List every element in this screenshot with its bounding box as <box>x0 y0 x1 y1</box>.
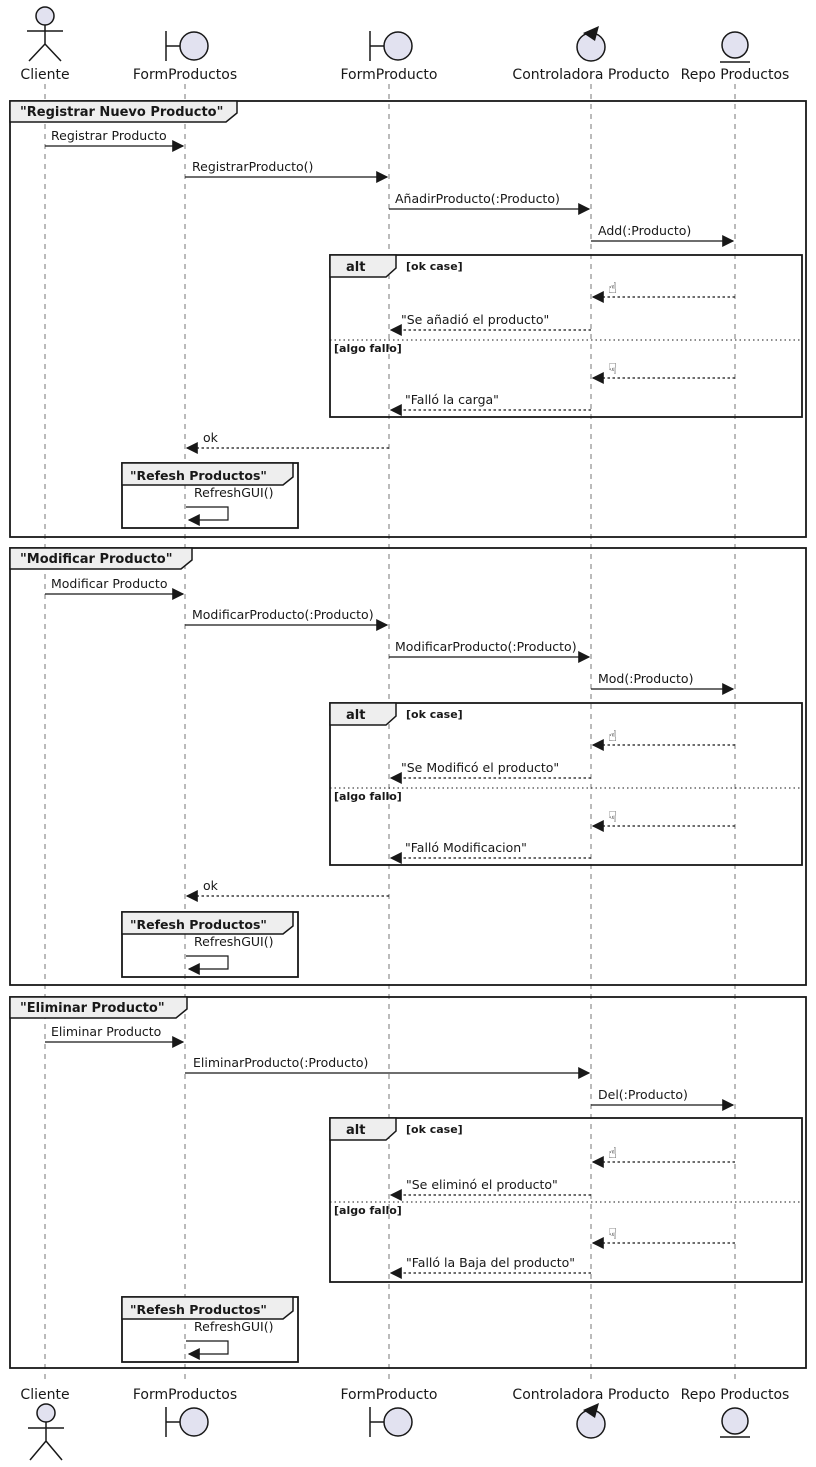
alt-title-tab <box>329 254 397 278</box>
alt-title-tab <box>329 1117 397 1141</box>
participant-label-cliente: Cliente <box>20 67 69 83</box>
participant-label-formproductos: FormProductos <box>133 1387 237 1403</box>
message-label: Modificar Producto <box>51 576 167 591</box>
frame-title-tab <box>9 547 193 570</box>
message-label: RegistrarProducto() <box>192 159 313 174</box>
frame-title: "Eliminar Producto" <box>20 1001 165 1016</box>
arrow-refreshgui-self <box>186 506 229 526</box>
message-label: "Se Modificó el producto" <box>401 760 559 775</box>
guard-ok-case: [ok case] <box>406 260 463 273</box>
thumb-up-icon: ☝ <box>608 727 617 745</box>
message-label: Mod(:Producto) <box>598 671 693 686</box>
frame-border <box>9 996 807 1369</box>
message-label: "Falló Modificacion" <box>405 840 527 855</box>
guard-algo-fallo: [algo fallo] <box>334 790 402 803</box>
message-label: ModificarProducto(:Producto) <box>395 639 577 654</box>
group-title-tab <box>121 1296 294 1320</box>
frame-title-tab <box>9 996 188 1019</box>
participants-top: Cliente FormProductos FormProducto Contr… <box>20 6 790 83</box>
group-title: "Refesh Productos" <box>130 1302 267 1317</box>
group-title-tab <box>121 462 294 486</box>
guard-ok-case: [ok case] <box>406 1123 463 1136</box>
actor-icon <box>28 1403 64 1461</box>
group-refesh-productos: "Refesh Productos" RefreshGUI() <box>121 462 299 529</box>
participant-label-controladora-producto: Controladora Producto <box>512 67 669 83</box>
frame-eliminar-producto: "Eliminar Producto" Eliminar Producto El… <box>9 996 807 1369</box>
participant-label-controladora-producto: Controladora Producto <box>512 1387 669 1403</box>
message-label: Del(:Producto) <box>598 1087 688 1102</box>
thumb-down-icon: ☟ <box>608 808 617 826</box>
group-title-tab <box>121 911 294 935</box>
message-label: Add(:Producto) <box>598 223 691 238</box>
message-label: "Se eliminó el producto" <box>406 1177 558 1192</box>
entity-icon <box>720 31 750 63</box>
participant-label-formproducto: FormProducto <box>341 67 438 83</box>
boundary-icon <box>165 31 209 61</box>
control-icon <box>576 26 606 62</box>
guard-ok-case: [ok case] <box>406 708 463 721</box>
alt-title-tab <box>329 702 397 726</box>
alt-border <box>329 1117 803 1283</box>
alt-label: alt <box>346 260 365 275</box>
frame-border <box>9 100 807 538</box>
boundary-icon <box>165 1407 209 1437</box>
alt-fragment: alt [ok case] ☝ "Se Modificó el producto… <box>329 702 803 866</box>
actor-icon <box>27 6 63 62</box>
alt-label: alt <box>346 708 365 723</box>
message-label: AñadirProducto(:Producto) <box>395 191 560 206</box>
boundary-icon <box>369 1407 413 1437</box>
frame-title-tab <box>9 100 238 123</box>
thumb-down-icon: ☟ <box>608 1225 617 1243</box>
message-label: ok <box>203 878 219 893</box>
participant-label-formproducto: FormProducto <box>341 1387 438 1403</box>
group-refesh-productos: "Refesh Productos" RefreshGUI() <box>121 911 299 978</box>
lifelines <box>44 84 736 1382</box>
message-label: "Falló la Baja del producto" <box>406 1255 575 1270</box>
boundary-icon <box>369 31 413 61</box>
guard-algo-fallo: [algo fallo] <box>334 342 402 355</box>
message-label: Eliminar Producto <box>51 1024 161 1039</box>
message-label: RefreshGUI() <box>194 485 273 500</box>
arrow-refreshgui-self <box>186 1340 229 1360</box>
thumb-up-icon: ☝ <box>608 1144 617 1162</box>
message-label: RefreshGUI() <box>194 934 273 949</box>
message-label: ok <box>203 430 219 445</box>
message-label: EliminarProducto(:Producto) <box>193 1055 368 1070</box>
arrow-refreshgui-self <box>186 955 229 975</box>
frame-border <box>9 547 807 986</box>
participant-label-formproductos: FormProductos <box>133 67 237 83</box>
thumb-up-icon: ☝ <box>608 279 617 297</box>
control-icon <box>576 1403 606 1439</box>
thumb-down-icon: ☟ <box>608 360 617 378</box>
entity-icon <box>720 1407 750 1438</box>
message-label: RefreshGUI() <box>194 1319 273 1334</box>
participants-bottom: Cliente FormProductos FormProducto Contr… <box>20 1387 790 1461</box>
message-label: ModificarProducto(:Producto) <box>192 607 374 622</box>
frame-modificar-producto: "Modificar Producto" Modificar Producto … <box>9 547 807 986</box>
message-label: "Falló la carga" <box>405 392 499 407</box>
guard-algo-fallo: [algo fallo] <box>334 1204 402 1217</box>
alt-label: alt <box>346 1123 365 1138</box>
participant-label-repo-productos: Repo Productos <box>681 67 790 83</box>
alt-fragment: alt [ok case] ☝ "Se eliminó el producto"… <box>329 1117 803 1283</box>
frame-title: "Modificar Producto" <box>20 552 173 567</box>
group-title: "Refesh Productos" <box>130 917 267 932</box>
participant-label-repo-productos: Repo Productos <box>681 1387 790 1403</box>
frame-title: "Registrar Nuevo Producto" <box>20 105 223 120</box>
alt-fragment: alt [ok case] ☝ "Se añadió el producto" … <box>329 254 803 418</box>
group-refesh-productos: "Refesh Productos" RefreshGUI() <box>121 1296 299 1363</box>
alt-border <box>329 702 803 866</box>
group-title: "Refesh Productos" <box>130 468 267 483</box>
message-label: "Se añadió el producto" <box>401 312 549 327</box>
alt-border <box>329 254 803 418</box>
participant-label-cliente: Cliente <box>20 1387 69 1403</box>
message-label: Registrar Producto <box>51 128 167 143</box>
frame-registrar-nuevo-producto: "Registrar Nuevo Producto" Registrar Pro… <box>9 100 807 538</box>
